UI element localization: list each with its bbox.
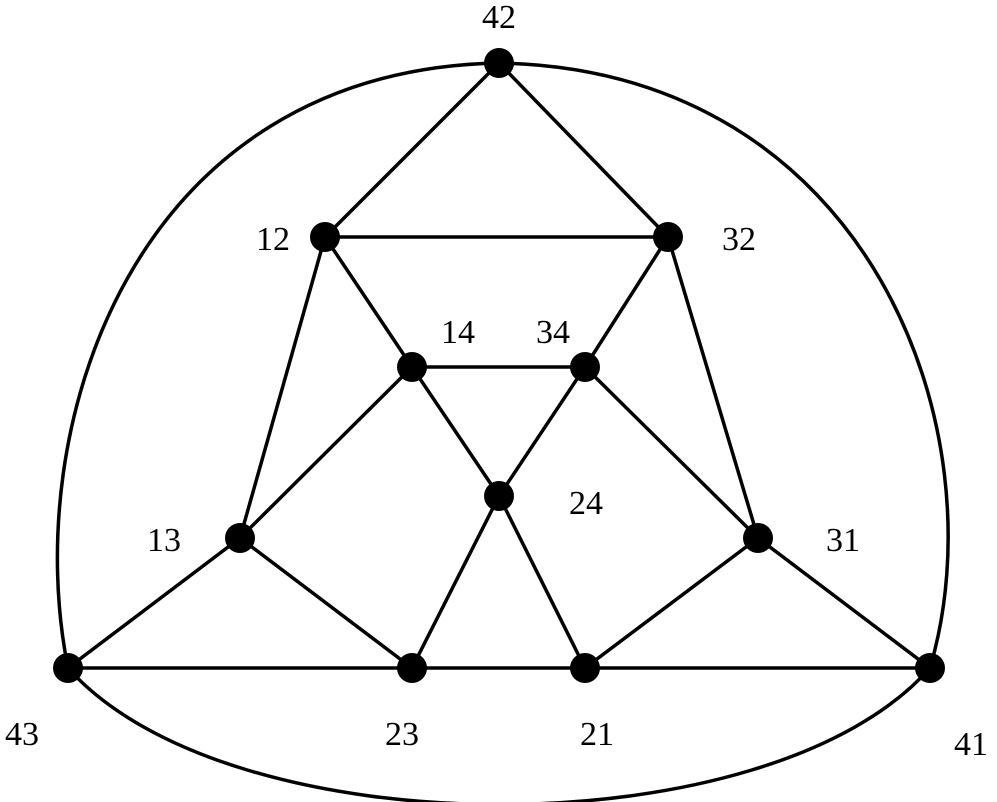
vertex-label-24: 24 <box>569 485 603 522</box>
edge-curve-43-41 <box>66 666 932 802</box>
edge-32-34 <box>583 235 670 369</box>
vertex-label-41: 41 <box>954 726 988 763</box>
vertex-32 <box>653 222 683 252</box>
vertex-14 <box>397 352 427 382</box>
edge-14-24 <box>410 365 501 498</box>
edge-34-24 <box>497 365 587 498</box>
vertex-13 <box>225 523 255 553</box>
edge-24-23 <box>410 494 501 670</box>
vertex-label-21: 21 <box>580 716 614 753</box>
vertex-label-12: 12 <box>256 221 290 258</box>
vertex-31 <box>743 523 773 553</box>
edge-curve-43-42 <box>55 61 500 669</box>
edges-layer <box>66 61 932 670</box>
vertex-12 <box>310 222 340 252</box>
vertex-label-23: 23 <box>385 716 419 753</box>
edge-12-14 <box>323 235 414 369</box>
vertex-34 <box>570 352 600 382</box>
vertices-layer <box>53 48 945 683</box>
vertex-label-32: 32 <box>722 221 756 258</box>
outer-curves-layer <box>55 61 950 802</box>
edge-31-41 <box>756 536 932 670</box>
vertex-21 <box>570 653 600 683</box>
vertex-23 <box>397 653 427 683</box>
vertex-label-42: 42 <box>482 0 516 36</box>
edge-31-21 <box>583 536 760 670</box>
vertex-41 <box>915 653 945 683</box>
edge-12-13 <box>238 235 327 540</box>
edge-13-43 <box>66 536 242 670</box>
vertex-label-13: 13 <box>147 522 181 559</box>
vertex-label-14: 14 <box>441 314 475 351</box>
edge-24-21 <box>497 494 587 670</box>
edge-34-31 <box>583 365 760 540</box>
edge-42-32 <box>497 61 670 239</box>
edge-42-12 <box>323 61 501 239</box>
vertex-label-43: 43 <box>5 716 39 753</box>
edge-32-31 <box>666 235 760 540</box>
labels-layer: 42 12 32 14 34 24 13 31 43 23 21 41 <box>5 0 988 763</box>
edge-curve-42-41 <box>498 61 950 669</box>
vertex-label-31: 31 <box>826 522 860 559</box>
vertex-label-34: 34 <box>536 314 570 351</box>
vertex-24 <box>484 481 514 511</box>
vertex-42 <box>484 48 514 78</box>
vertex-43 <box>53 653 83 683</box>
edge-14-13 <box>238 365 414 540</box>
edge-13-23 <box>238 536 414 670</box>
